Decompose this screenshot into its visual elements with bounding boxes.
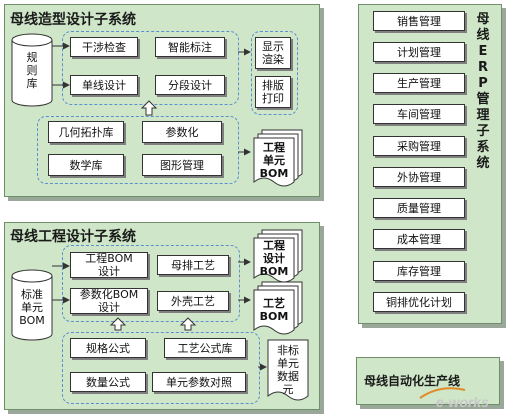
erp-item-planning: 计划管理 (373, 42, 465, 62)
engineering-upper-group (62, 245, 240, 322)
modeling-lower-group (37, 116, 239, 184)
smart-annotation-box: 智能标注 (155, 37, 225, 57)
erp-item-workshop: 车间管理 (373, 104, 465, 124)
single-line-design-box: 单线设计 (70, 75, 138, 95)
engineering-bom-design-box: 工程BOM 设计 (70, 252, 148, 278)
process-bom-doc (253, 281, 303, 335)
engineering-design-bom-label: 工程 设计 BOM (259, 239, 289, 278)
erp-item-outsourcing: 外协管理 (373, 167, 465, 187)
unit-parameter-mapping-box: 单元参数对照 (152, 372, 246, 392)
erp-item-production: 生产管理 (373, 73, 465, 93)
parametric-bom-design-box: 参数化BOM 设计 (70, 288, 148, 314)
display-render-box: 显示 渲染 (255, 37, 291, 69)
erp-item-procurement: 采购管理 (373, 136, 465, 156)
math-library-box: 数学库 (48, 154, 124, 176)
erp-item-inventory: 库存管理 (373, 261, 465, 281)
rule-library-cylinder (11, 33, 53, 107)
erp-subsystem-title: 母线ERP管理子系统 (476, 12, 490, 171)
modeling-subsystem-title: 母线造型设计子系统 (10, 12, 136, 28)
erp-item-quality: 质量管理 (373, 198, 465, 218)
standard-unit-bom-cylinder (11, 269, 53, 341)
process-bom-label: 工艺 BOM (259, 297, 289, 323)
erp-item-copper-bar-optimization: 铜排优化计划 (373, 292, 465, 312)
graphics-management-box: 图形管理 (142, 154, 222, 176)
engineering-unit-bom-label: 工程 单元 BOM (259, 141, 289, 180)
engineering-unit-bom-doc (253, 129, 303, 187)
automation-line-panel (356, 357, 500, 405)
standard-unit-bom-label: 标准 单元 BOM (19, 288, 45, 327)
engineering-subsystem-title: 母线工程设计子系统 (10, 229, 136, 245)
spec-formula-box: 规格公式 (70, 338, 146, 358)
rule-library-label: 规 则 库 (26, 51, 38, 90)
modeling-right-group (251, 31, 298, 115)
engineering-lower-group (62, 332, 260, 404)
interference-check-box: 干涉检查 (70, 37, 138, 57)
watermark-swoosh (419, 387, 466, 399)
erp-item-sales: 销售管理 (373, 11, 465, 31)
geometric-topology-library-box: 几何拓扑库 (48, 121, 124, 143)
housing-process-box: 外壳工艺 (157, 291, 229, 311)
engineering-design-bom-doc (253, 229, 303, 283)
nonstd-unit-data-doc (267, 339, 309, 401)
busbar-process-box: 母排工艺 (157, 255, 229, 275)
ework-watermark: e-works (436, 394, 489, 410)
nonstd-unit-data-label: 非标 单元 数据 元 (277, 344, 299, 396)
segment-design-box: 分段设计 (155, 75, 225, 95)
layout-print-box: 排版 打印 (255, 76, 291, 108)
parametrization-box: 参数化 (142, 121, 222, 143)
erp-item-cost: 成本管理 (373, 229, 465, 249)
process-formula-library-box: 工艺公式库 (164, 338, 246, 358)
quantity-formula-box: 数量公式 (70, 372, 146, 392)
automation-line-title: 母线自动化生产线 (364, 374, 461, 388)
